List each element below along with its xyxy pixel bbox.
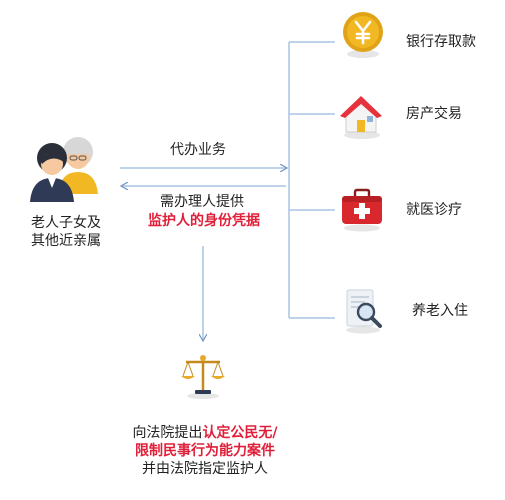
court-label-line1-emphasis: 认定公民无/ (202, 425, 278, 441)
court-label-line1: 向法院提出认定公民无/ (100, 424, 310, 442)
court-label: 向法院提出认定公民无/ 限制民事行为能力案件 并由法院指定监护人 (100, 424, 310, 478)
service-bank-label: 银行存取款 (406, 34, 476, 50)
service-medical-label: 就医诊疗 (406, 202, 462, 218)
people-label-line2: 其他近亲属 (31, 233, 101, 249)
medical-kit-icon (338, 188, 386, 232)
document-magnifier-icon (340, 286, 386, 334)
proxy-label: 代办业务 (170, 142, 226, 158)
family-people-icon (22, 132, 106, 204)
yuan-coin-icon (340, 10, 386, 62)
provide-emphasis-label: 监护人的身份凭据 (148, 213, 260, 229)
court-label-line3: 并由法院指定监护人 (142, 461, 268, 477)
scales-of-justice-icon (178, 352, 228, 400)
people-label: 老人子女及 其他近亲属 (18, 214, 114, 250)
people-label-line1: 老人子女及 (31, 215, 101, 231)
court-label-line1-prefix: 向法院提出 (132, 425, 203, 441)
provide-label: 需办理人提供 (160, 194, 244, 210)
house-icon (336, 92, 386, 140)
court-label-line2: 限制民事行为能力案件 (135, 443, 275, 459)
service-house-label: 房产交易 (406, 106, 462, 122)
service-elder-label: 养老入住 (412, 303, 468, 319)
